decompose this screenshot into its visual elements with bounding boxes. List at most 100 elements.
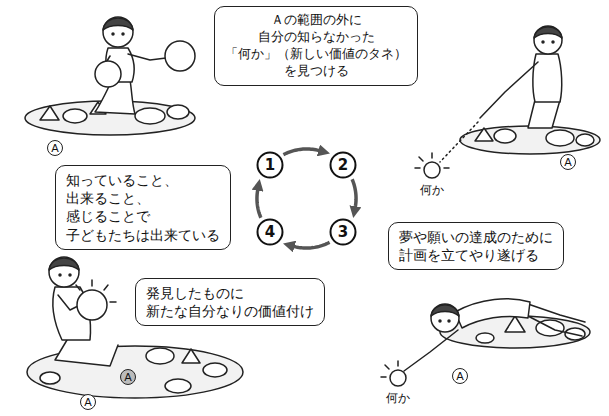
child-scene-top-left-part [165, 41, 195, 71]
child-scene-bottom-right [381, 299, 590, 386]
child-scene-top-left-part [122, 33, 124, 35]
text-line: 「何か」（新しい価値のタネ） [225, 46, 407, 63]
child-scene-bottom-right-part [431, 305, 459, 316]
stage-text: 知っていること、 出来ること、 感じることで 子どもたちは出来ている [66, 171, 220, 244]
child-scene-top-right-part [494, 129, 516, 143]
child-scene-top-right-part [460, 126, 600, 154]
child-scene-bottom-right-part [528, 304, 585, 322]
child-scene-top-right-part [533, 54, 562, 102]
child-scene-bottom-left-part [165, 379, 191, 393]
child-scene-bottom-right-part [476, 333, 494, 343]
child-scene-top-right-part [424, 162, 440, 178]
text-line: 3 [338, 225, 348, 240]
child-scene-top-right-part [440, 122, 478, 162]
child-scene-bottom-right-part [528, 316, 582, 336]
step-circle: 1 [256, 151, 284, 179]
child-scene-top-right-part [475, 128, 493, 141]
child-scene-top-right-part [546, 130, 574, 146]
step-circle: 2 [329, 151, 357, 179]
text-line: 知っていること、 [66, 171, 220, 189]
child-scene-top-left-part [135, 108, 165, 124]
stage-box: 発見したものに 新たな自分なりの価値付け [135, 278, 325, 326]
child-scene-top-right-part [534, 27, 562, 38]
child-scene-top-right-part [528, 100, 560, 128]
child-scene-bottom-right-part [448, 320, 450, 322]
child-scene-bottom-left-part [49, 257, 79, 287]
step-number: 2 [338, 158, 348, 173]
region-label: A [120, 369, 136, 385]
child-scene-bottom-right-part [505, 316, 525, 332]
stage-box: 知っていること、 出来ること、 感じることで 子どもたちは出来ている [55, 165, 231, 250]
text-line: 4 [265, 225, 275, 240]
child-scene-bottom-left-part [40, 372, 60, 384]
cycle-arrow [257, 189, 261, 218]
child-scene-top-left-part [40, 106, 59, 120]
text-line: を見つける [225, 63, 407, 80]
text-line: 計画を立てやり遂げる [399, 246, 553, 264]
step-circle: 3 [329, 218, 357, 246]
stage-text: Ａの範囲の外に 自分の知らなかった 「何か」（新しい価値のタネ） を見つける [225, 12, 407, 80]
child-scene-top-left-part [63, 109, 87, 123]
child-scene-bottom-left-part [146, 348, 174, 364]
thing-label: 何か [419, 183, 445, 197]
child-scene-top-right-part [534, 26, 562, 54]
step-number: 4 [265, 225, 275, 240]
child-scene-bottom-left-part [203, 363, 227, 377]
circle-shape [258, 153, 283, 178]
child-scene-bottom-left-part [69, 274, 71, 276]
child-scene-bottom-left-part [182, 349, 200, 363]
text-line: 夢や願いの達成のために [399, 228, 553, 246]
circle-shape [331, 220, 356, 245]
child-scene-top-right-part [576, 134, 594, 146]
text-line: 出来ること、 [66, 189, 220, 207]
stage-text: 夢や願いの達成のために 計画を立てやり遂げる [399, 228, 553, 264]
text-line: Ａの範囲の外に [225, 12, 407, 29]
child-scene-bottom-left-part [49, 258, 79, 270]
text-line: 1 [265, 158, 275, 173]
circle-shape [331, 153, 356, 178]
child-scene-top-right-part [415, 153, 449, 168]
child-scene-bottom-right-part [455, 299, 530, 328]
child-scene-top-left-part [103, 18, 133, 30]
step-number: 3 [338, 225, 348, 240]
child-scene-top-left-part [95, 61, 121, 87]
child-scene-top-left-part [103, 17, 133, 47]
step-number: 1 [265, 158, 275, 173]
child-scene-bottom-left-part [58, 295, 78, 310]
child-scene-bottom-left-part [59, 274, 61, 276]
text-line: 感じることで [66, 207, 220, 225]
text-line: 自分の知らなかった [225, 29, 407, 46]
child-scene-top-right-part [552, 41, 554, 43]
stage-box: Ａの範囲の外に 自分の知らなかった 「何か」（新しい価値のタネ） を見つける [214, 6, 418, 86]
child-scene-bottom-right-part [390, 370, 406, 386]
child-scene-top-left-part [128, 54, 166, 60]
cycle-arrow [283, 149, 320, 155]
region-label: A [80, 394, 96, 410]
cycle-arrow [293, 242, 330, 248]
circle-shape [258, 220, 283, 245]
text-line: 新たな自分なりの価値付け [146, 302, 314, 320]
region-label: A [47, 140, 63, 156]
child-scene-bottom-left-part [76, 280, 116, 302]
child-scene-bottom-right-part [404, 330, 458, 371]
thing-label: 何か [385, 391, 411, 405]
child-scene-bottom-right-part [439, 320, 441, 322]
child-scene-bottom-right-part [431, 304, 459, 332]
child-scene-top-right-part [480, 62, 538, 118]
region-label: A [452, 368, 468, 384]
child-scene-top-left [25, 17, 195, 135]
child-scene-bottom-left-part [77, 290, 107, 320]
region-label: A [560, 154, 576, 170]
cycle-arrow [352, 179, 356, 208]
child-scene-top-right-part [542, 41, 544, 43]
child-scene-top-right [415, 26, 600, 178]
child-scene-top-left-part [167, 105, 189, 119]
stage-box: 夢や願いの達成のために 計画を立てやり遂げる [388, 222, 564, 270]
child-scene-bottom-right-part [381, 361, 398, 377]
child-scene-top-left-part [112, 33, 114, 35]
stage-text: 発見したものに 新たな自分なりの価値付け [146, 284, 314, 320]
step-circle: 4 [256, 218, 284, 246]
text-line: 2 [338, 158, 348, 173]
